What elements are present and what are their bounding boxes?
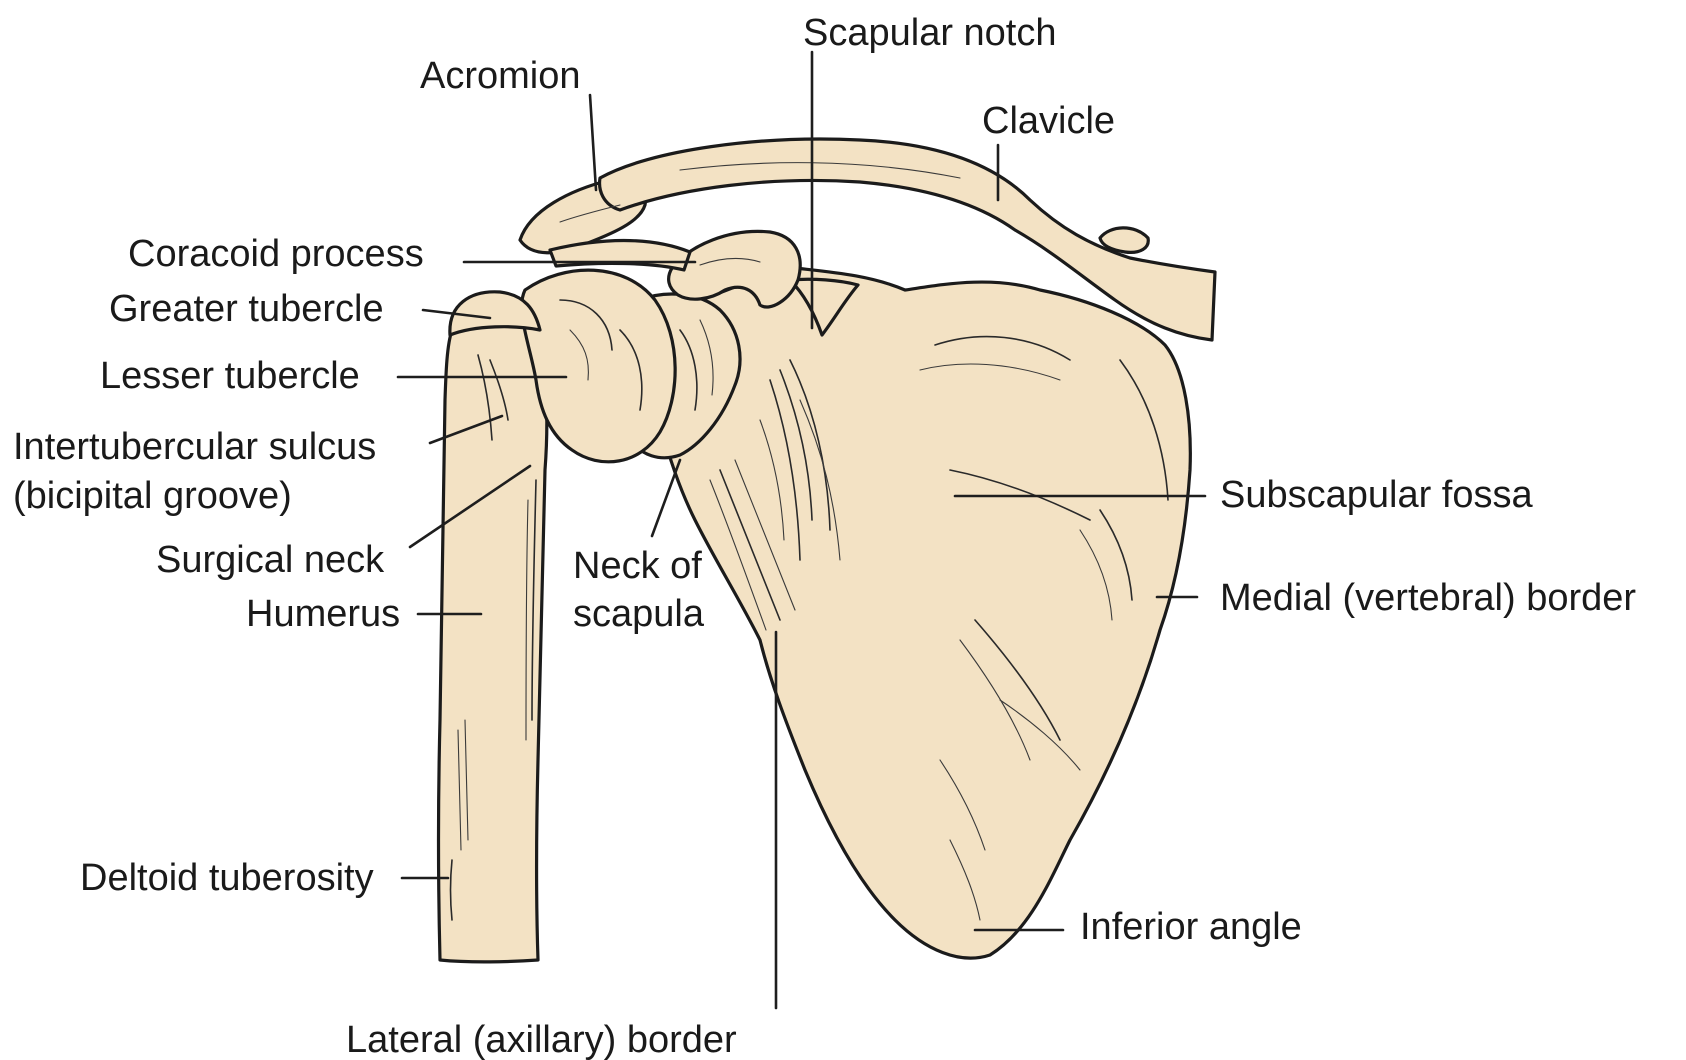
label-medial-border: Medial (vertebral) border — [1220, 577, 1636, 619]
label-lesser-tubercle: Lesser tubercle — [100, 355, 360, 397]
label-neck-of-scapula-line2: scapula — [573, 593, 705, 635]
label-intertubercular-sulcus: Intertubercular sulcus — [13, 426, 376, 468]
leader-acromion — [590, 95, 596, 190]
leader-neck-of-scapula — [652, 460, 680, 536]
scapular-spine-edge — [550, 241, 690, 271]
label-bicipital-groove: (bicipital groove) — [13, 475, 292, 517]
label-scapular-notch: Scapular notch — [803, 12, 1057, 54]
label-greater-tubercle: Greater tubercle — [109, 288, 384, 330]
label-acromion: Acromion — [420, 55, 581, 97]
humerus-shaft — [439, 322, 547, 962]
label-subscapular-fossa: Subscapular fossa — [1220, 474, 1533, 516]
label-lateral-border: Lateral (axillary) border — [346, 1019, 737, 1060]
label-surgical-neck: Surgical neck — [156, 539, 385, 581]
label-deltoid-tuberosity: Deltoid tuberosity — [80, 857, 374, 899]
label-clavicle: Clavicle — [982, 100, 1115, 142]
label-coracoid-process: Coracoid process — [128, 233, 424, 275]
label-humerus: Humerus — [246, 593, 400, 635]
label-inferior-angle: Inferior angle — [1080, 906, 1302, 948]
label-neck-of-scapula-line1: Neck of — [573, 545, 702, 587]
